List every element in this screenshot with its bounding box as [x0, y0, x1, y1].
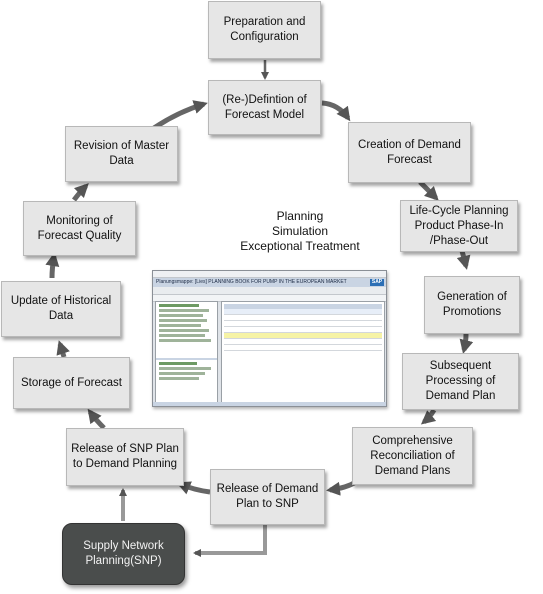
screenshot-titlebar: Planungsmappe: [Lies] PLANNING BOOK FOR … — [153, 278, 386, 287]
subsequent-processing-node: Subsequent Processing of Demand Plan — [402, 353, 519, 410]
screenshot-menubar — [153, 271, 386, 278]
arrow-storage-to-update — [56, 340, 70, 358]
screenshot-data-grid — [221, 301, 385, 405]
lifecycle-planning-node: Life-Cycle Planning Product Phase-In /Ph… — [400, 200, 518, 252]
screenshot-title: Planungsmappe: [Lies] PLANNING BOOK FOR … — [156, 279, 347, 285]
screenshot-grid-row — [224, 333, 382, 339]
reconciliation-node: Comprehensive Reconciliation of Demand P… — [352, 427, 473, 485]
sap-planning-book-screenshot: Planungsmappe: [Lies] PLANNING BOOK FOR … — [152, 270, 387, 407]
screenshot-grid-row — [224, 345, 382, 351]
arrow-release-demand-to-release-snp — [176, 481, 211, 495]
screenshot-statusbar — [153, 402, 386, 406]
arrow-redefinition-to-creation — [321, 100, 351, 122]
screenshot-planning-book-list — [156, 358, 217, 406]
screenshot-grid-row — [224, 339, 382, 345]
screenshot-toolbar — [153, 287, 386, 295]
arrow-promotions-to-subsequent — [459, 333, 474, 354]
release-demand-plan-node: Release of Demand Plan to SNP — [210, 469, 325, 525]
arrow-revision-to-redefinition — [152, 100, 208, 131]
screenshot-grid-row — [224, 321, 382, 327]
forecast-model-definition-node: (Re-)Defintion of Forecast Model — [208, 80, 321, 135]
revision-master-data-node: Revision of Master Data — [65, 126, 178, 182]
center-caption-line2: Simulation — [271, 224, 329, 238]
arrow-update-to-monitoring — [45, 252, 60, 279]
monitoring-quality-node: Monitoring of Forecast Quality — [23, 201, 136, 256]
storage-forecast-node: Storage of Forecast — [13, 357, 130, 409]
supply-network-planning-node: Supply Network Planning(SNP) — [62, 523, 185, 585]
arrow-release-snp-to-storage — [87, 408, 106, 430]
center-caption: Planning Simulation Exceptional Treatmen… — [200, 209, 400, 254]
sap-logo: SAP — [370, 279, 384, 286]
arrow-monitoring-to-revision — [72, 183, 89, 202]
update-historical-data-node: Update of Historical Data — [1, 281, 121, 337]
preparation-configuration-node: Preparation and Configuration — [208, 1, 321, 59]
screenshot-grid-row — [224, 327, 382, 333]
center-caption-line3: Exceptional Treatment — [240, 239, 360, 253]
arrow-release-demand-to-snp — [193, 525, 267, 557]
arrow-subsequent-to-reconciliation — [420, 408, 437, 425]
screenshot-grid-header — [224, 304, 382, 309]
arrow-lifecycle-to-promotions — [456, 250, 471, 270]
arrow-creation-to-lifecycle — [418, 180, 439, 201]
screenshot-grid-row — [224, 309, 382, 315]
screenshot-selection-tree — [155, 301, 218, 406]
creation-demand-forecast-node: Creation of Demand Forecast — [348, 122, 471, 183]
release-snp-plan-node: Release of SNP Plan to Demand Planning — [66, 428, 184, 486]
generation-promotions-node: Generation of Promotions — [424, 276, 520, 334]
center-caption-line1: Planning — [276, 209, 324, 223]
screenshot-grid-row — [224, 315, 382, 321]
